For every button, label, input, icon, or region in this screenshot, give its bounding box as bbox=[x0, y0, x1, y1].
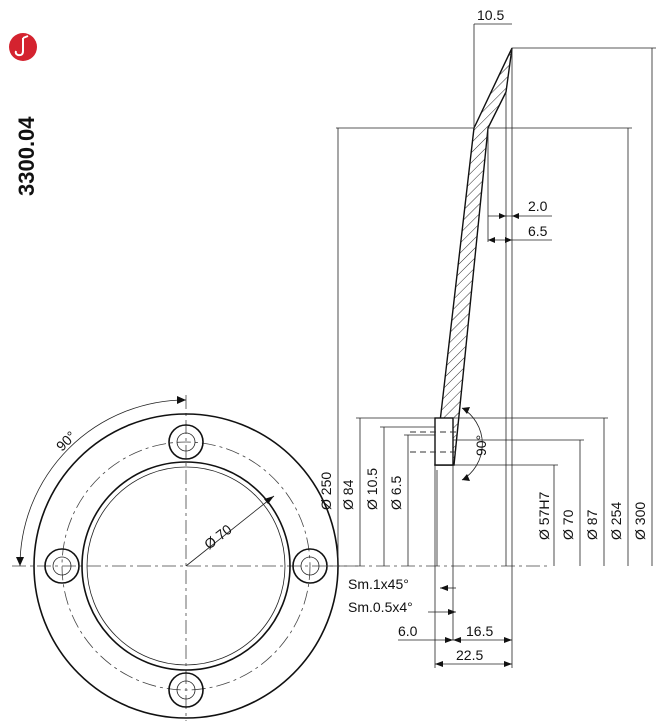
brand-logo bbox=[9, 33, 37, 61]
dim-right-57h7: Ø 57H7 bbox=[536, 492, 552, 540]
dim-bottom-6-0: 6.0 bbox=[398, 623, 418, 639]
chamfer-0-5x4: Sm.0.5x4° bbox=[348, 599, 413, 615]
dim-bottom-16-5: 16.5 bbox=[466, 623, 493, 639]
dim-right-300: Ø 300 bbox=[632, 502, 648, 540]
dim-top-6-5: 6.5 bbox=[528, 223, 548, 239]
dim-left-84: Ø 84 bbox=[340, 479, 356, 510]
product-code: 3300.04 bbox=[14, 116, 39, 196]
bolt-hole-top bbox=[168, 424, 204, 460]
dim-left-6-5: Ø 6.5 bbox=[388, 476, 404, 510]
flange-section bbox=[434, 47, 513, 466]
dim-right-254: Ø 254 bbox=[608, 502, 624, 540]
section-view: 10.5 2.0 6.5 Ø 250 Ø 84 bbox=[318, 7, 656, 668]
dim-left-250: Ø 250 bbox=[318, 472, 334, 510]
dim-right-70: Ø 70 bbox=[560, 509, 576, 540]
dim-right-87: Ø 87 bbox=[584, 509, 600, 540]
front-view: 90° Ø 70 bbox=[12, 395, 360, 721]
dim-bottom-22-5: 22.5 bbox=[456, 647, 483, 663]
front-angle-label: 90° bbox=[53, 428, 79, 454]
chamfer-1x45: Sm.1x45° bbox=[348, 576, 409, 592]
dim-left-10-5: Ø 10.5 bbox=[364, 468, 380, 510]
hub-section bbox=[434, 417, 454, 466]
bolt-hole-left bbox=[44, 548, 80, 584]
front-diameter-label: Ø 70 bbox=[201, 521, 235, 552]
section-angle-label: 90° bbox=[473, 435, 489, 456]
bolt-hole-bottom bbox=[168, 672, 204, 708]
dim-top-10-5: 10.5 bbox=[477, 7, 504, 23]
dim-top-2-0: 2.0 bbox=[528, 198, 548, 214]
